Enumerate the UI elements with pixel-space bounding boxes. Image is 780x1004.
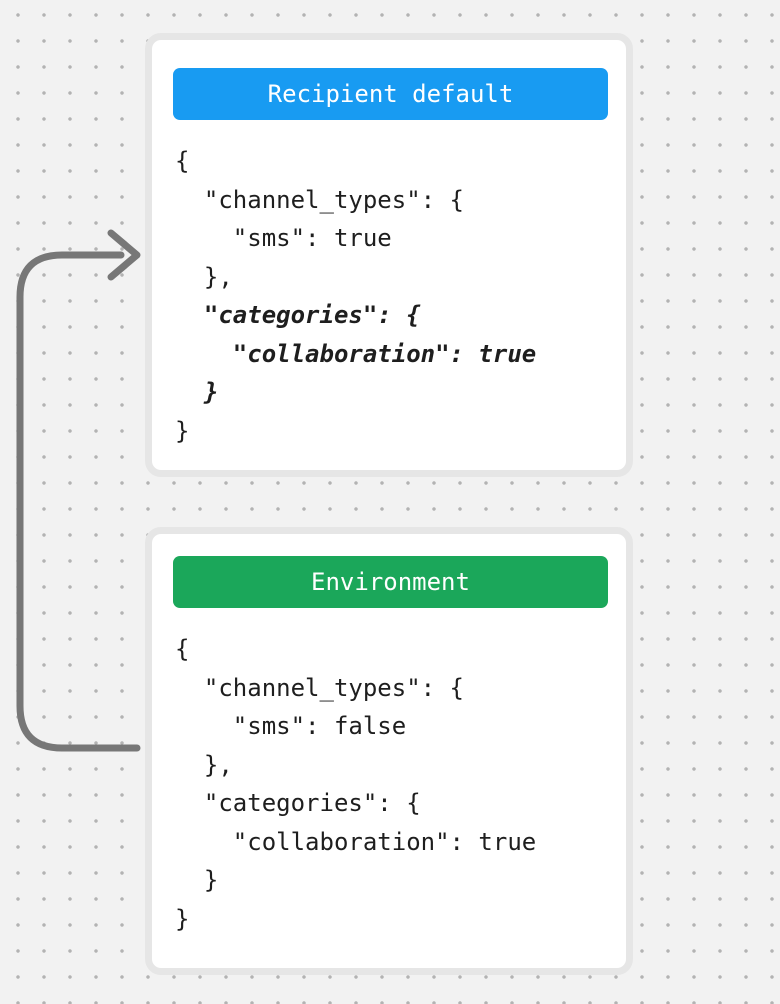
code-line: "channel_types": { [175,185,464,214]
code-line: } [175,904,190,933]
environment-code: { "channel_types": { "sms": false }, "ca… [175,630,626,938]
recipient-default-card: Recipient default { "channel_types": { "… [145,33,633,477]
code-line: "sms": false [175,712,407,740]
code-line: } [175,416,190,445]
code-line: } [175,378,219,406]
code-line: "categories": { [175,789,421,817]
code-line: "collaboration": true [175,827,537,856]
code-line: }, [175,750,233,779]
recipient-default-code: { "channel_types": { "sms": true }, "cat… [175,142,626,450]
code-line: }, [175,262,233,291]
code-line: } [175,866,219,894]
code-line: "channel_types": { [175,673,464,702]
code-line: { [175,635,190,663]
environment-header: Environment [173,556,608,608]
flow-arrow-head [107,229,141,281]
code-line: "categories": { [175,301,421,329]
code-line: "collaboration": true [175,339,537,368]
code-line: "sms": true [175,224,392,252]
code-line: { [175,147,190,175]
environment-card: Environment { "channel_types": { "sms": … [145,527,633,975]
recipient-default-header: Recipient default [173,68,608,120]
flow-arrow-icon [16,229,141,752]
flow-arrow-line [16,251,141,752]
